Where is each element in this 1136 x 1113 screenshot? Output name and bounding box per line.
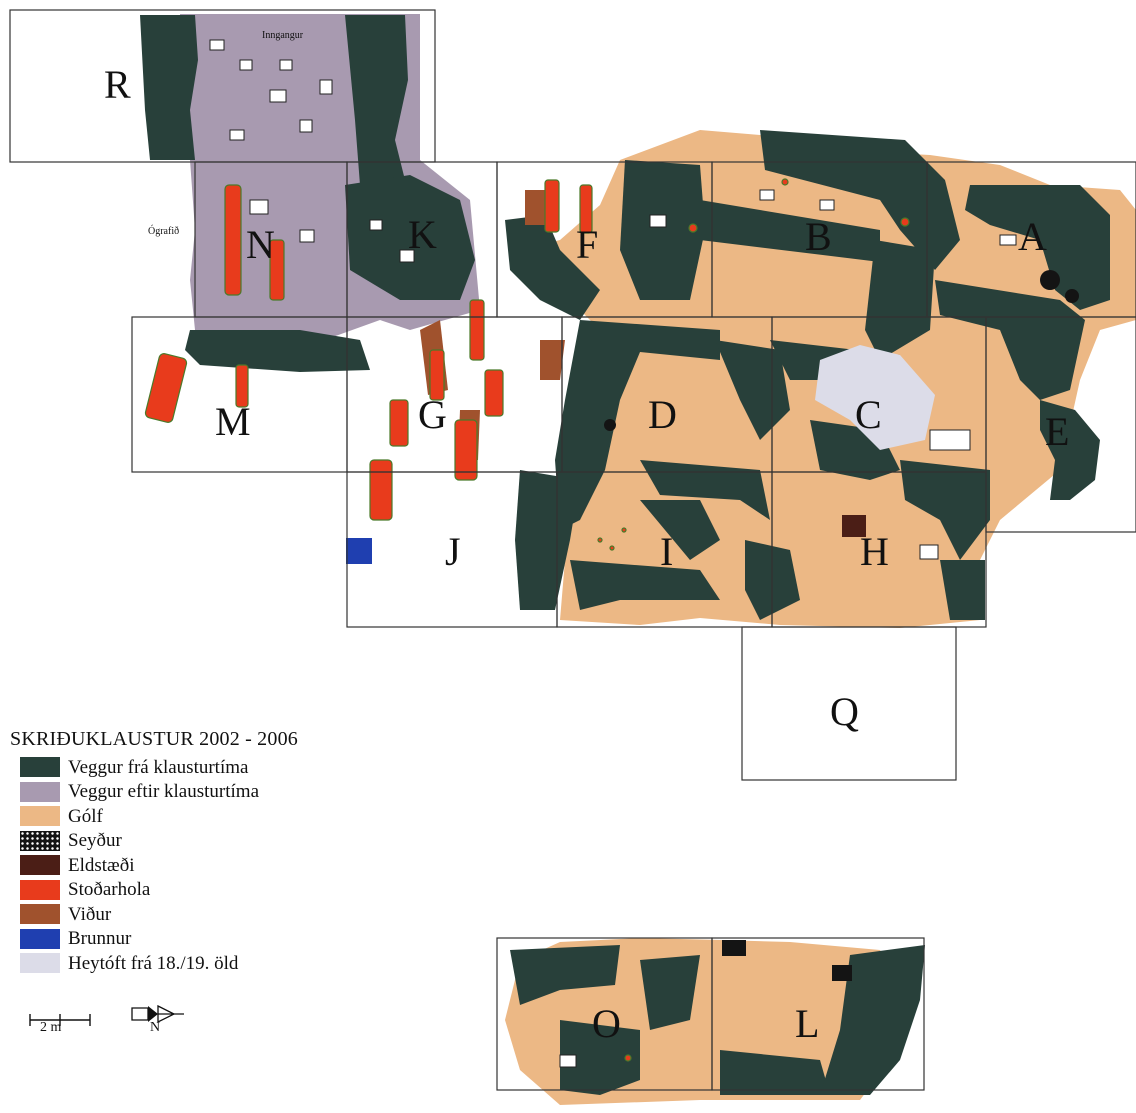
area-label-h: H <box>860 529 889 574</box>
hayloft-area <box>815 345 935 450</box>
legend-item: Seyður <box>10 829 370 854</box>
area-label-k: K <box>408 212 437 257</box>
legend-swatch <box>20 879 60 900</box>
legend-title: SKRIÐUKLAUSTUR 2002 - 2006 <box>10 728 298 750</box>
area-label-d: D <box>648 392 677 437</box>
post-holes <box>144 178 910 1062</box>
seydur-features <box>604 270 1079 981</box>
legend-swatch <box>20 953 60 974</box>
monastic-walls <box>140 15 1110 1095</box>
legend-swatch <box>20 830 60 851</box>
area-label-o: O <box>592 1001 621 1046</box>
legend-label: Gólf <box>68 805 103 827</box>
well-feature <box>346 538 372 564</box>
legend-label: Veggur frá klausturtíma <box>68 756 249 778</box>
excavation-grid <box>9 9 1136 1091</box>
legend-item: Veggur eftir klausturtíma <box>10 780 370 805</box>
area-label-a: A <box>1018 214 1047 259</box>
legend-item: Viður <box>10 902 370 927</box>
area-label-l: L <box>795 1001 819 1046</box>
area-label-e: E <box>1045 409 1069 454</box>
legend-label: Viður <box>68 903 112 925</box>
legend-swatch <box>20 855 60 876</box>
area-label-g: G <box>418 392 447 437</box>
legend-label: Veggur eftir klausturtíma <box>68 781 260 803</box>
map-legend: SKRIÐUKLAUSTUR 2002 - 2006 Veggur frá kl… <box>10 728 370 976</box>
area-labels: R N K F B A M G D C E J I H Q O L <box>104 62 1069 1046</box>
north-label: N <box>150 1020 161 1035</box>
area-label-q: Q <box>830 689 859 734</box>
legend-swatch <box>20 757 60 778</box>
legend-label: Stoðarhola <box>68 879 151 901</box>
scale-bar <box>29 1014 91 1026</box>
area-label-b: B <box>805 214 832 259</box>
area-label-i: I <box>660 529 673 574</box>
legend-label: Brunnur <box>68 928 132 950</box>
legend-swatch <box>20 781 60 802</box>
north-arrow-icon <box>131 1004 184 1024</box>
ografid-label: Ógrafið <box>148 225 179 237</box>
area-label-f: F <box>576 222 598 267</box>
legend-item: Brunnur <box>10 927 370 952</box>
area-label-r: R <box>104 62 131 107</box>
area-label-m: M <box>215 399 251 444</box>
legend-label: Eldstæði <box>68 854 135 876</box>
area-label-j: J <box>445 529 461 574</box>
legend-swatch <box>20 928 60 949</box>
stone-outlines <box>209 39 1017 1068</box>
inngangur-label: Inngangur <box>262 30 304 41</box>
legend-item: Gólf <box>10 804 370 829</box>
legend-item: Heytóft frá 18./19. öld <box>10 951 370 976</box>
legend-swatch <box>20 904 60 925</box>
legend-item: Stoðarhola <box>10 878 370 903</box>
legend-item: Veggur frá klausturtíma <box>10 755 370 780</box>
scale-label: 2 m <box>40 1020 62 1035</box>
area-label-n: N <box>246 222 275 267</box>
area-label-c: C <box>855 392 882 437</box>
legend-item: Eldstæði <box>10 853 370 878</box>
legend-swatch <box>20 806 60 827</box>
legend-label: Seyður <box>68 830 122 852</box>
hearth-feature <box>842 515 866 537</box>
legend-label: Heytóft frá 18./19. öld <box>68 952 239 974</box>
